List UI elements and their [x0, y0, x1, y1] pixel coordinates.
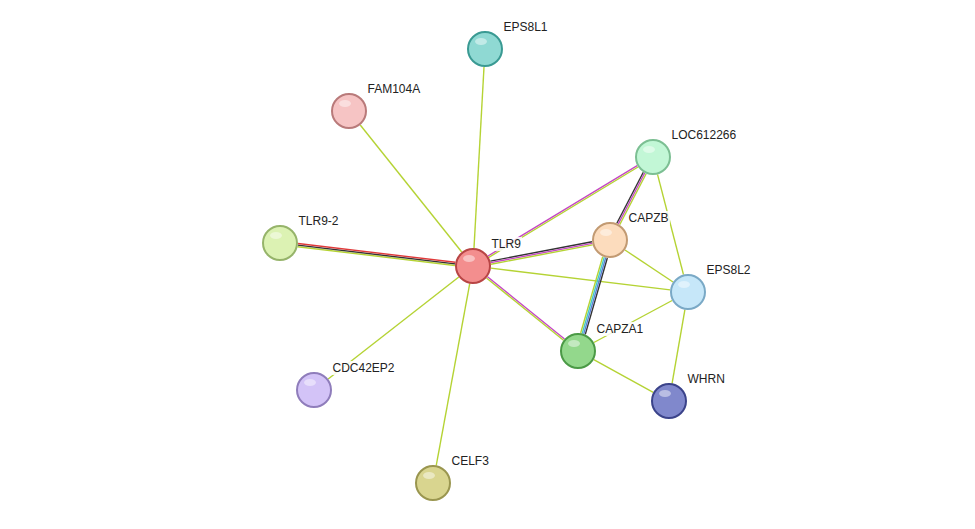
- node-label: EPS8L2: [706, 263, 752, 277]
- evidence-line: [487, 277, 564, 339]
- interaction-edge: [491, 268, 670, 290]
- evidence-line: [298, 245, 455, 264]
- interaction-edge: [328, 277, 459, 379]
- node-highlight: [270, 232, 282, 239]
- node-label: CDC42EP2: [332, 361, 396, 375]
- evidence-line: [328, 277, 459, 379]
- interaction-edge: [672, 310, 685, 384]
- interaction-edge: [488, 166, 638, 258]
- node-label: WHRN: [687, 372, 726, 386]
- node-label: CELF3: [451, 454, 490, 468]
- protein-node: CDC42EP2: [296, 372, 332, 408]
- evidence-line: [594, 360, 653, 393]
- evidence-line: [594, 301, 672, 343]
- protein-node: CAPZA1: [560, 333, 596, 369]
- node-label: EPS8L1: [503, 20, 549, 34]
- evidence-line: [491, 268, 670, 290]
- evidence-line: [486, 278, 563, 340]
- evidence-line: [298, 244, 455, 263]
- evidence-line: [360, 125, 462, 252]
- node-highlight: [678, 281, 690, 288]
- node-label: TLR9-2: [298, 214, 340, 228]
- evidence-line: [298, 247, 455, 266]
- interaction-edge: [486, 277, 564, 341]
- protein-node: EPS8L1: [467, 31, 503, 67]
- node-highlight: [463, 255, 475, 262]
- protein-node: EPS8L2: [670, 274, 706, 310]
- node-highlight: [600, 229, 612, 236]
- node-highlight: [423, 472, 435, 479]
- node-label: TLR9: [491, 237, 522, 251]
- evidence-line: [672, 310, 685, 384]
- interaction-edge: [436, 284, 469, 466]
- node-highlight: [659, 390, 671, 397]
- protein-node: LOC612266: [635, 139, 671, 175]
- interaction-edge: [594, 301, 672, 343]
- evidence-line: [625, 250, 673, 282]
- interaction-edge: [298, 244, 456, 266]
- interaction-edge: [360, 125, 462, 252]
- node-label: CAPZA1: [596, 322, 645, 336]
- evidence-line: [436, 284, 469, 466]
- evidence-line: [474, 67, 484, 248]
- protein-node: WHRN: [651, 383, 687, 419]
- node-highlight: [304, 379, 316, 386]
- interaction-edge: [474, 67, 484, 248]
- node-highlight: [643, 146, 655, 153]
- protein-node: CAPZB: [592, 222, 628, 258]
- interaction-edge: [594, 360, 653, 393]
- node-label: LOC612266: [671, 128, 738, 142]
- node-highlight: [339, 100, 351, 107]
- protein-node: TLR9: [455, 248, 491, 284]
- evidence-line: [489, 167, 638, 257]
- protein-node: TLR9-2: [262, 225, 298, 261]
- node-highlight: [475, 38, 487, 45]
- interaction-edge: [625, 250, 673, 282]
- protein-node: CELF3: [415, 465, 451, 501]
- node-highlight: [568, 340, 580, 347]
- node-label: FAM104A: [367, 82, 422, 96]
- protein-node: FAM104A: [331, 93, 367, 129]
- node-label: CAPZB: [628, 211, 670, 225]
